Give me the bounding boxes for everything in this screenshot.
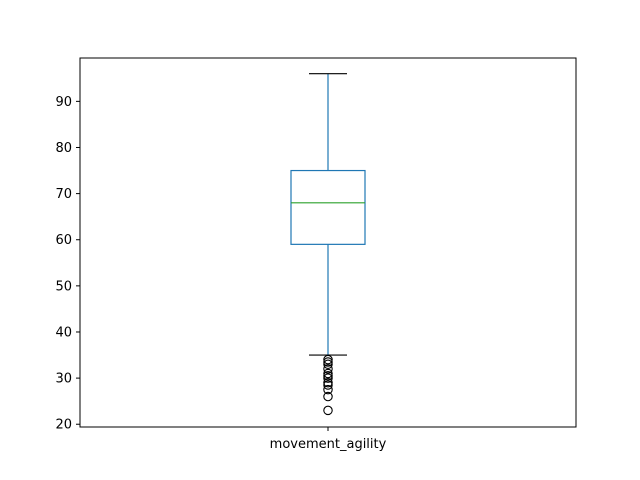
y-tick-label: 30	[55, 372, 72, 387]
outlier-point	[323, 368, 333, 379]
y-tick-label: 40	[55, 325, 72, 340]
y-tick-label: 70	[55, 187, 72, 202]
iqr-box	[290, 169, 366, 245]
outlier-point	[323, 373, 333, 383]
plot-area	[290, 73, 366, 416]
outlier-point	[323, 384, 333, 395]
outlier-point	[323, 364, 333, 374]
y-tick-label: 20	[55, 418, 72, 433]
y-tick-label: 50	[55, 279, 72, 294]
outlier-point	[323, 405, 333, 416]
outlier-point	[323, 391, 333, 402]
x-tick-label: movement_agility	[270, 437, 387, 452]
y-tick-label: 60	[55, 233, 72, 248]
outlier-point	[323, 377, 333, 388]
outlier-point	[323, 380, 333, 390]
axes: 20 30 40 50 60 70 80 90 movement_agility	[55, 57, 577, 452]
outlier-point	[323, 359, 333, 370]
outlier-point	[323, 371, 333, 381]
outlier-point	[323, 354, 333, 365]
y-tick-label: 80	[55, 141, 72, 156]
outlier-point	[323, 357, 333, 367]
y-tick-label: 90	[55, 95, 72, 110]
